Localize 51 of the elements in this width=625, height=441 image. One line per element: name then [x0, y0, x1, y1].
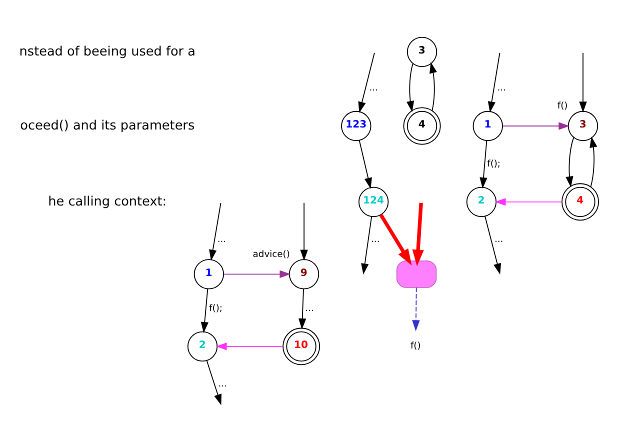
node-circle: 3 — [568, 110, 598, 141]
arrow — [300, 202, 308, 260]
arrow — [429, 62, 437, 111]
node-circle: 4 — [562, 182, 599, 220]
arrow — [488, 52, 500, 112]
node-circle: 123 — [341, 110, 372, 141]
arrow — [358, 140, 372, 188]
edge-label: ... — [217, 234, 226, 245]
arrow — [361, 216, 372, 274]
node-circle: 2 — [187, 330, 218, 362]
arrow — [209, 202, 222, 260]
label: he calling context: — [48, 194, 167, 209]
arrow — [200, 288, 208, 332]
edge-label: ... — [497, 82, 506, 93]
edge-label: f(); — [487, 158, 501, 169]
node-circle: 10 — [282, 327, 320, 365]
arrow — [206, 360, 222, 405]
arrow — [566, 136, 574, 187]
node-circle: 9 — [288, 258, 320, 289]
edge-label: ... — [218, 379, 227, 390]
arrow — [579, 52, 587, 112]
label: oceed() and its parameters — [20, 118, 195, 133]
arrow — [412, 202, 424, 266]
node-circle: 1 — [472, 110, 503, 141]
arrow — [216, 342, 284, 350]
label: nstead of beeing used for a — [19, 44, 196, 59]
node-label: advice() — [252, 249, 290, 260]
arrow — [406, 62, 414, 112]
node-circle: 1 — [194, 258, 224, 289]
node-circle: 2 — [466, 186, 497, 217]
edge-label: ... — [369, 82, 378, 93]
edge-label: ... — [371, 234, 380, 245]
arrow — [484, 215, 502, 274]
node-text: f() — [410, 341, 421, 352]
node-label: f() — [557, 101, 568, 112]
arrow — [379, 213, 412, 265]
arrow — [223, 270, 291, 278]
node-circle: 124 — [358, 186, 389, 217]
node-box — [396, 260, 437, 288]
arrow — [298, 288, 306, 330]
arrow — [502, 122, 570, 130]
arrow — [480, 140, 488, 188]
arrow — [412, 286, 420, 331]
arrow — [358, 52, 375, 112]
edge-label: f(); — [209, 303, 222, 314]
node-circle: 3 — [406, 36, 438, 67]
edge-label: ... — [305, 303, 314, 314]
node-circle: 4 — [403, 106, 441, 144]
edge-label: ... — [494, 234, 504, 245]
arrow — [590, 136, 598, 187]
arrow — [494, 198, 562, 206]
